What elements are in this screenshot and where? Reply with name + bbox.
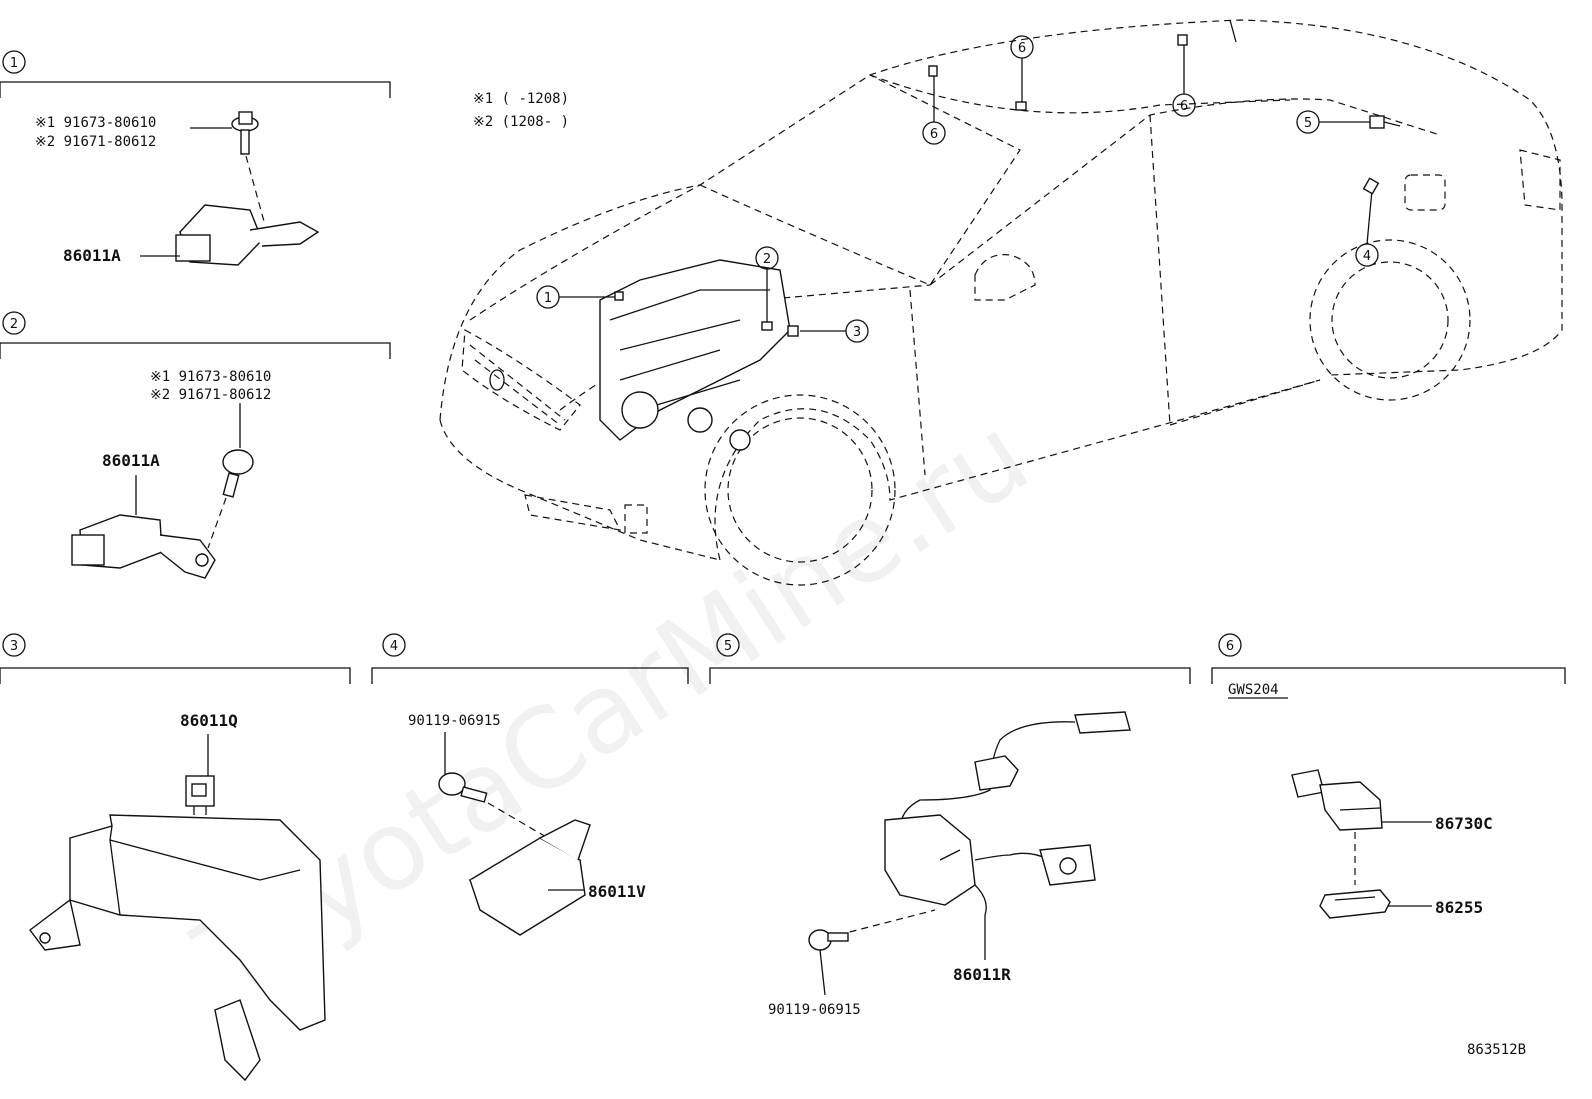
section-5-part-90119-06915: 90119-06915 [768, 1002, 861, 1018]
bolt-icon [808, 929, 849, 951]
svg-text:5: 5 [1304, 116, 1312, 131]
bolt-icon [231, 111, 259, 155]
section-2-bolt-part-2: ※2 91671-80612 [150, 387, 271, 403]
section-5-part-86011R: 86011R [953, 965, 1011, 984]
section-1-bolt-part-1: ※1 91673-80610 [35, 115, 156, 131]
car-callout-6b: 6 [1010, 35, 1034, 111]
bracket-icon [29, 814, 326, 1082]
engine-icon [599, 259, 791, 451]
car-callout-3: 3 [787, 319, 869, 343]
bolt-icon [222, 449, 254, 498]
section-2-number: 2 [10, 317, 18, 332]
car-callout-6a: 6 [922, 65, 946, 145]
svg-text:2: 2 [763, 252, 771, 267]
section-5-number: 5 [724, 639, 732, 654]
section-3: 3 86011Q [0, 633, 351, 1082]
car-callout-4: 4 [1355, 177, 1380, 267]
note-2: ※2 (1208- ) [473, 114, 569, 130]
svg-text:6: 6 [930, 127, 938, 142]
car-callout-2: 2 [755, 246, 779, 331]
sensor-86730C-icon [1291, 769, 1383, 831]
section-2-bolt-part-1: ※1 91673-80610 [150, 369, 271, 385]
section-1-part-86011A: 86011A [63, 246, 121, 265]
section-1-number: 1 [10, 56, 18, 71]
section-4-number: 4 [390, 639, 398, 654]
section-6-part-86730C: 86730C [1435, 814, 1493, 833]
sensor-86011A-icon [175, 204, 320, 266]
sensor-86011A-icon [71, 514, 216, 579]
section-6-part-86255: 86255 [1435, 898, 1483, 917]
car-callout-1: 1 [536, 285, 624, 309]
svg-text:6: 6 [1180, 99, 1188, 114]
harness-86011R-icon [884, 711, 1131, 916]
section-2: 2 ※1 91673-80610 ※2 91671-80612 86011A [0, 311, 391, 579]
section-1-bolt-part-2: ※2 91671-80612 [35, 134, 156, 150]
module-86011V-icon [468, 819, 591, 936]
section-4-part-90119-06915: 90119-06915 [408, 713, 501, 729]
diagram-code: 863512B [1467, 1042, 1526, 1058]
section-6-ref-code: GWS204 [1228, 682, 1279, 698]
section-6: 6 GWS204 86730C 86255 [1211, 633, 1566, 919]
svg-text:6: 6 [1018, 41, 1026, 56]
section-5: 5 90119-06915 86011R [709, 633, 1191, 1018]
section-6-number: 6 [1226, 639, 1234, 654]
section-1: 1 ※1 91673-80610 ※2 91671-80612 86011A [0, 50, 391, 266]
car-callout-5: 5 [1296, 110, 1401, 134]
car-callout-6c: 6 [1172, 34, 1196, 117]
bolt-icon [438, 772, 488, 803]
relay-86011Q-icon [185, 775, 215, 815]
section-3-part-86011Q: 86011Q [180, 711, 238, 730]
car-illustration [439, 19, 1563, 586]
section-2-part-86011A: 86011A [102, 451, 160, 470]
section-4-part-86011V: 86011V [588, 882, 646, 901]
note-1: ※1 ( -1208) [473, 91, 569, 107]
cover-86255-icon [1319, 889, 1391, 919]
svg-text:4: 4 [1363, 249, 1371, 264]
section-3-number: 3 [10, 639, 18, 654]
section-4: 4 90119-06915 86011V [371, 633, 689, 936]
svg-text:1: 1 [544, 291, 552, 306]
svg-text:3: 3 [853, 325, 861, 340]
